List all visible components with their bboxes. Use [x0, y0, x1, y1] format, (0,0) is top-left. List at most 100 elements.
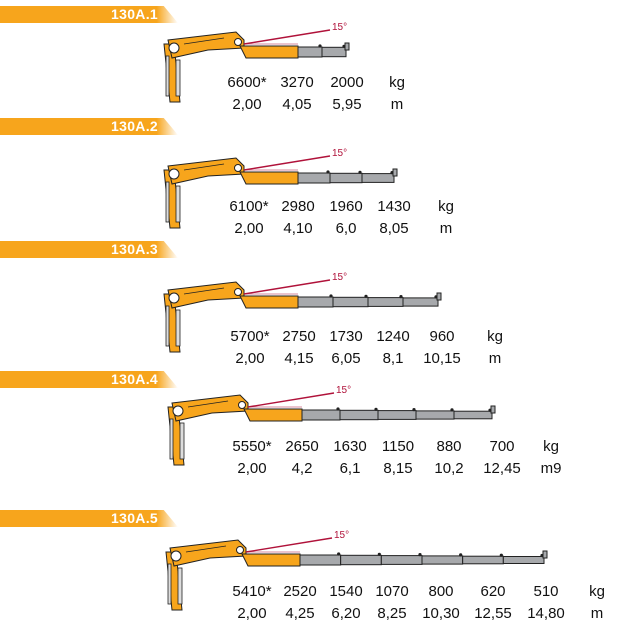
reach-row: 2,00 4,25 6,20 8,25 10,30 12,55 14,80 m [227, 605, 621, 623]
angle-label: 15° [336, 385, 351, 396]
boom-pivot [236, 546, 244, 554]
crane-group: 15° [163, 272, 442, 353]
load-value: 5550* [232, 438, 272, 455]
model-banner: 130A.5 [0, 510, 178, 527]
extension-joint [358, 170, 362, 174]
boom-pivot [168, 42, 180, 54]
model-label: 130A.2 [111, 118, 158, 134]
reach-unit: m [390, 96, 404, 113]
extension-joint [499, 553, 503, 557]
load-unit: kg [589, 583, 605, 600]
angle-label: 15° [332, 22, 347, 33]
model-banner: 130A.3 [0, 241, 178, 258]
angle-line [243, 279, 331, 295]
reach-value: 4,10 [283, 220, 313, 237]
boom-link [183, 163, 225, 171]
load-value: 5700* [230, 328, 270, 345]
crane-group: 15° [163, 148, 398, 229]
reach-value: 5,95 [332, 96, 362, 113]
angle-line [247, 392, 335, 408]
reach-row: 2,00 4,2 6,1 8,15 10,2 12,45 m9 [226, 460, 574, 478]
reach-value: 6,20 [331, 605, 361, 622]
boom-extension [299, 554, 342, 566]
boom-pivot [234, 288, 242, 296]
angle-label: 15° [332, 272, 347, 283]
reach-value: 10,2 [434, 460, 464, 477]
reach-unit: m [488, 350, 502, 367]
extension-joint [364, 294, 368, 298]
reach-value: 4,2 [291, 460, 313, 477]
model-label: 130A.3 [111, 241, 158, 257]
reach-value: 10,30 [422, 605, 460, 622]
load-value: 1960 [329, 198, 363, 215]
load-value: 510 [533, 583, 559, 600]
boom-pivot [234, 164, 242, 172]
reach-value: 10,15 [423, 350, 461, 367]
load-value: 800 [428, 583, 454, 600]
outer-boom [243, 408, 303, 422]
reach-value: 2,00 [237, 460, 267, 477]
model-banner: 130A.4 [0, 371, 178, 388]
hydraulic-cylinder [175, 309, 181, 347]
angle-line [243, 29, 331, 45]
model-banner: 130A.2 [0, 118, 178, 135]
load-unit: kg [389, 74, 405, 91]
hydraulic-cylinder [179, 422, 185, 460]
reach-value: 8,15 [383, 460, 413, 477]
load-value: 1540 [329, 583, 363, 600]
boom-extension [502, 556, 545, 564]
reach-value: 2,00 [232, 96, 262, 113]
load-value: 880 [436, 438, 462, 455]
load-value: 2000 [330, 74, 364, 91]
angle-line [245, 537, 333, 553]
reach-value: 12,45 [483, 460, 521, 477]
load-value: 1630 [333, 438, 367, 455]
hydraulic-cylinder [177, 567, 183, 605]
reach-value: 8,1 [382, 350, 404, 367]
boom-extension [462, 555, 504, 565]
load-value: 1730 [329, 328, 363, 345]
load-value: 6600* [227, 74, 267, 91]
boom-pivot [234, 38, 242, 46]
reach-value: 2,00 [234, 220, 264, 237]
load-value: 1430 [377, 198, 411, 215]
reach-unit: m [590, 605, 604, 622]
reach-unit: m9 [540, 460, 562, 477]
load-row: 6600* 3270 2000 kg [222, 74, 422, 92]
hydraulic-cylinder [165, 55, 170, 97]
boom-tip [542, 550, 548, 559]
boom-extension [361, 173, 395, 183]
boom-tip [392, 168, 398, 177]
reach-value: 4,15 [284, 350, 314, 367]
hydraulic-cylinder [175, 59, 181, 97]
load-value: 2980 [281, 198, 315, 215]
boom-extension [453, 410, 493, 420]
model-label: 130A.5 [111, 510, 158, 526]
load-row: 5700* 2750 1730 1240 960 kg [225, 328, 523, 346]
boom-link [187, 400, 229, 408]
load-value: 960 [429, 328, 455, 345]
boom-tip [436, 292, 442, 301]
load-value: 1150 [381, 438, 415, 455]
reach-value: 8,05 [379, 220, 409, 237]
hydraulic-cylinder [165, 305, 170, 347]
extension-joint [374, 407, 378, 411]
reach-value: 6,05 [331, 350, 361, 367]
extension-joint [377, 552, 381, 556]
reach-value: 12,55 [474, 605, 512, 622]
reach-row: 2,00 4,15 6,05 8,1 10,15 m [225, 350, 523, 368]
reach-value: 6,1 [339, 460, 361, 477]
boom-pivot [238, 401, 246, 409]
reach-value: 2,00 [237, 605, 267, 622]
load-unit: kg [487, 328, 503, 345]
extension-joint [399, 295, 403, 299]
load-value: 2520 [283, 583, 317, 600]
inner-boom [169, 539, 247, 567]
boom-pivot [172, 405, 184, 417]
hydraulic-cylinder [175, 185, 181, 223]
extension-joint [412, 408, 416, 412]
